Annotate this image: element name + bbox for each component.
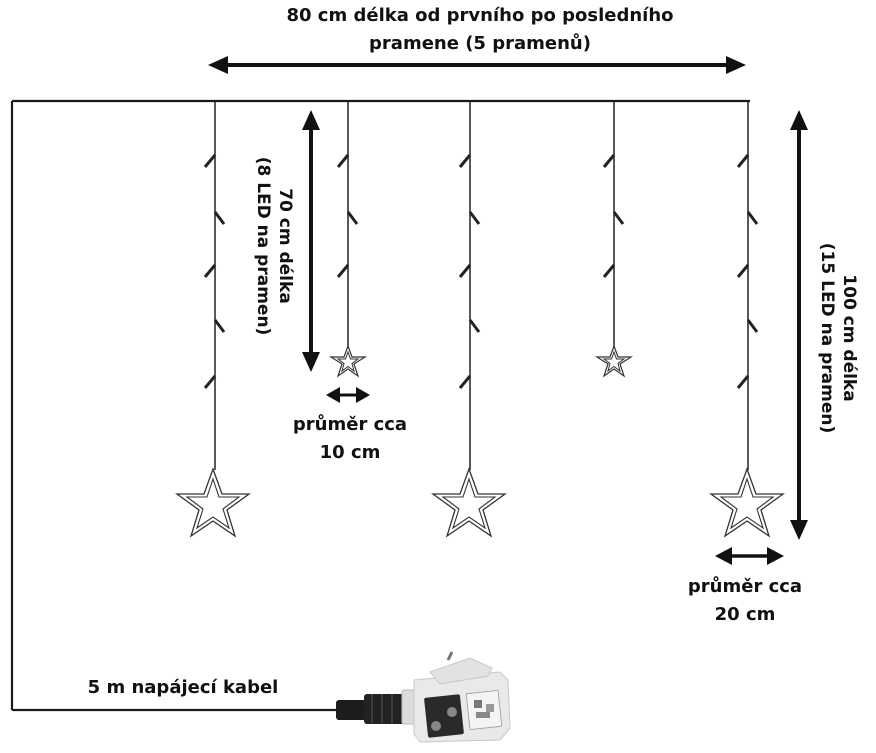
led-icon bbox=[458, 264, 472, 278]
led-icon bbox=[736, 154, 750, 168]
strand-5 bbox=[736, 101, 759, 470]
led-icon bbox=[602, 264, 616, 278]
power-adapter-icon bbox=[336, 651, 511, 743]
small-diameter-arrow-icon bbox=[326, 387, 370, 403]
star-small-icon bbox=[328, 344, 368, 378]
led-icon bbox=[346, 211, 359, 225]
led-icon bbox=[336, 264, 350, 278]
star-large-icon bbox=[431, 467, 507, 538]
main-wire bbox=[10, 99, 750, 712]
led-icon bbox=[736, 264, 750, 278]
led-icon bbox=[213, 211, 226, 225]
short-length-arrow-icon bbox=[302, 110, 320, 372]
short-strand-length-line2: (8 LED na pramen) bbox=[253, 156, 273, 336]
led-icon bbox=[458, 154, 472, 168]
star-small-icon bbox=[594, 344, 634, 378]
star-large-icon bbox=[709, 467, 785, 538]
led-icon bbox=[602, 154, 616, 168]
strand-4 bbox=[602, 101, 625, 348]
power-cable-label: 5 m napájecí kabel bbox=[87, 677, 279, 698]
large-star-diameter-line1: průměr cca bbox=[687, 576, 803, 597]
small-star-diameter-label: průměr cca 10 cm bbox=[280, 411, 420, 467]
short-strand-length-label: 70 cm délka (8 LED na pramen) bbox=[248, 146, 296, 346]
led-icon bbox=[612, 211, 625, 225]
top-width-label-line1: 80 cm délka od prvního po posledního bbox=[286, 5, 674, 26]
long-strand-length-line2: (15 LED na pramen) bbox=[817, 242, 837, 434]
strand-3 bbox=[458, 101, 481, 470]
short-strand-length-line1: 70 cm délka bbox=[275, 188, 295, 304]
led-icon bbox=[468, 319, 481, 333]
top-width-label-line2: pramene (5 pramenů) bbox=[369, 33, 591, 54]
led-icon bbox=[203, 264, 217, 278]
led-icon bbox=[736, 375, 750, 389]
star-large-icon bbox=[175, 467, 251, 538]
small-star-diameter-line2: 10 cm bbox=[319, 442, 381, 463]
strand-1 bbox=[203, 101, 226, 470]
led-icon bbox=[458, 375, 472, 389]
led-icon bbox=[746, 319, 759, 333]
width-arrow-icon bbox=[208, 56, 746, 74]
long-strand-length-label: 100 cm délka (15 LED na pramen) bbox=[812, 238, 860, 438]
large-star-diameter-line2: 20 cm bbox=[714, 604, 776, 625]
large-diameter-arrow-icon bbox=[715, 547, 784, 565]
small-star-diameter-line1: průměr cca bbox=[292, 414, 408, 435]
led-icon bbox=[746, 211, 759, 225]
led-icon bbox=[213, 319, 226, 333]
led-icon bbox=[336, 154, 350, 168]
top-width-label: 80 cm délka od prvního po posledního pra… bbox=[200, 2, 760, 58]
long-length-arrow-icon bbox=[790, 110, 808, 540]
led-icon bbox=[203, 375, 217, 389]
strand-2 bbox=[336, 101, 359, 348]
led-icon bbox=[468, 211, 481, 225]
large-star-diameter-label: průměr cca 20 cm bbox=[675, 573, 815, 629]
long-strand-length-line1: 100 cm délka bbox=[839, 274, 859, 402]
led-icon bbox=[203, 154, 217, 168]
